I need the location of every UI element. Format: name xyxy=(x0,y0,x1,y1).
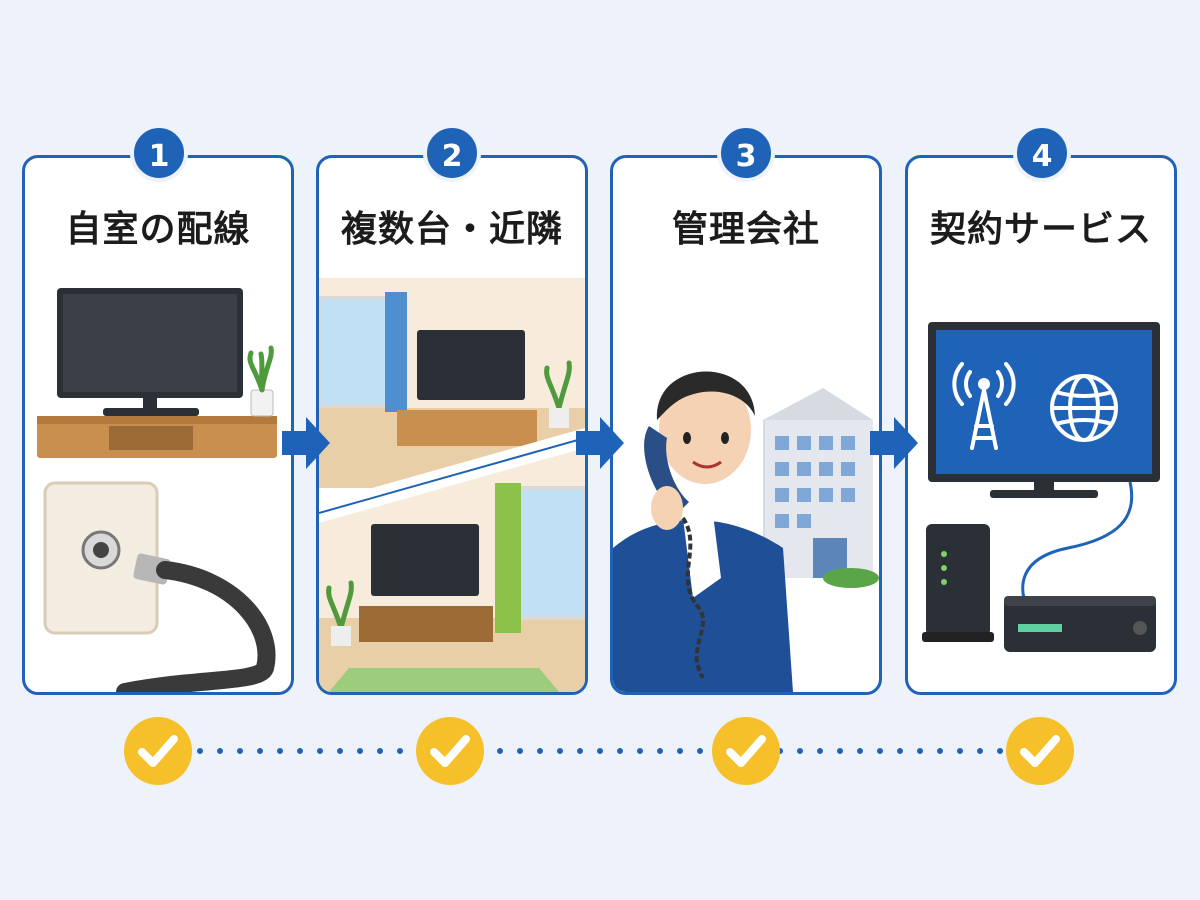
arrow-right-icon xyxy=(282,417,330,469)
step-4-card: 契約サービス xyxy=(905,155,1177,695)
step-1-badge: 1 xyxy=(130,124,188,182)
step-4-badge: 4 xyxy=(1013,124,1071,182)
step-2-title: 複数台・近隣 xyxy=(340,209,563,250)
arrow-right-icon xyxy=(576,417,624,469)
step-4-title: 契約サービス xyxy=(929,209,1152,250)
step-3-card: 管理会社 xyxy=(610,155,882,695)
check-icon xyxy=(416,717,484,785)
step-3-badge: 3 xyxy=(717,124,775,182)
antenna-tower-icon xyxy=(952,362,1016,450)
arrow-right-icon xyxy=(870,417,918,469)
tv-antenna-illustration xyxy=(37,288,277,692)
check-icon xyxy=(1006,717,1074,785)
globe-icon xyxy=(1050,374,1118,442)
contract-service-illustration xyxy=(922,322,1160,652)
check-icon xyxy=(124,717,192,785)
step-3-title: 管理会社 xyxy=(671,209,820,250)
step-2-badge: 2 xyxy=(423,124,481,182)
multiple-rooms-illustration xyxy=(319,278,585,692)
step-2-card: 複数台・近隣 xyxy=(316,155,588,695)
step-1-title: 自室の配線 xyxy=(65,209,251,250)
step-1-card: 自室の配線 xyxy=(22,155,294,695)
check-icon xyxy=(712,717,780,785)
management-company-illustration xyxy=(613,371,879,692)
